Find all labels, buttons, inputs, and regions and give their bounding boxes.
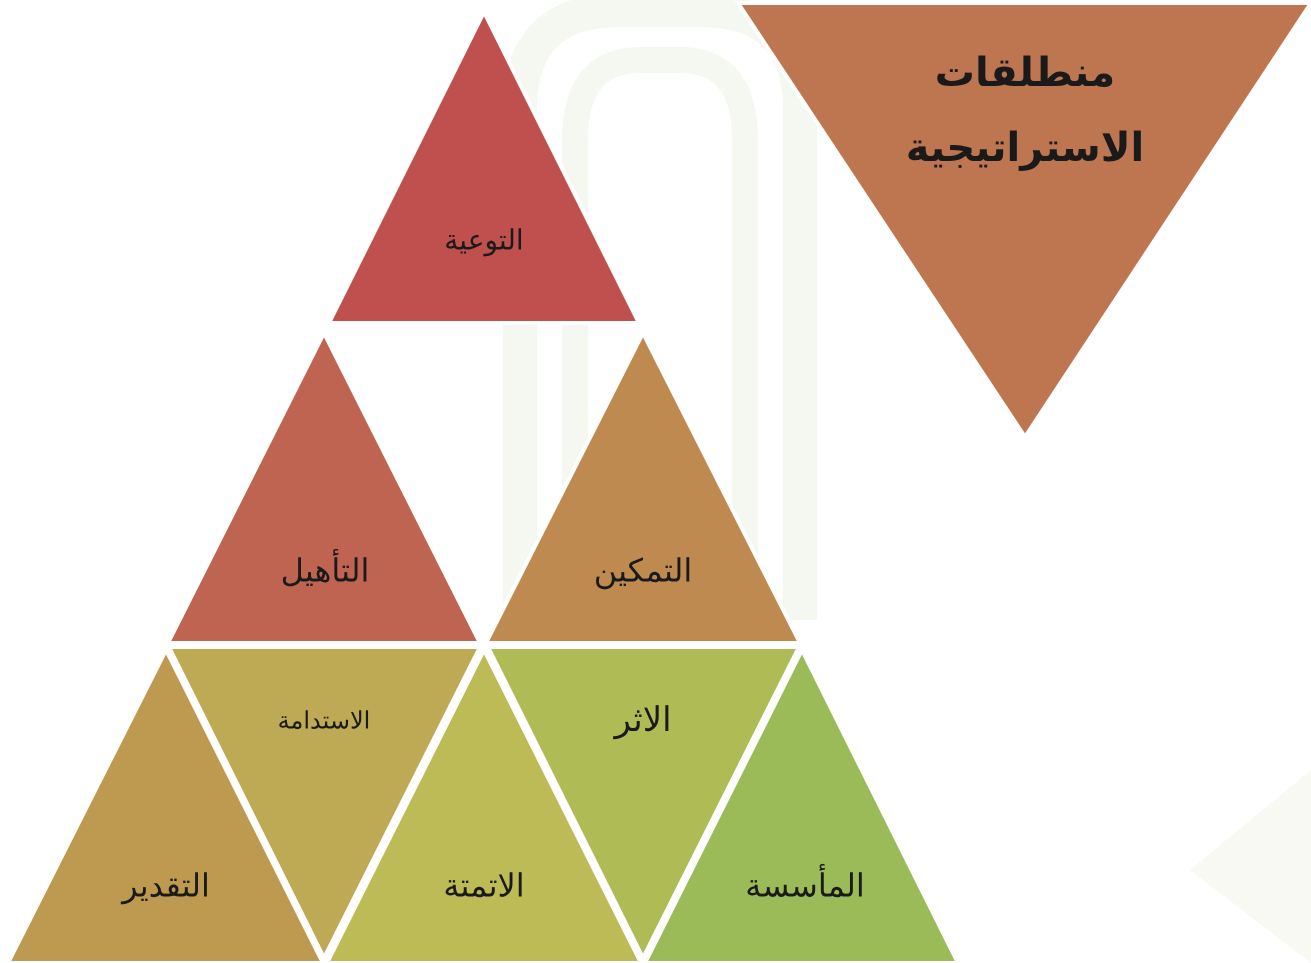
watermark-corner-shape xyxy=(1190,770,1311,963)
triangle-empowerment-label: التمكين xyxy=(594,552,692,590)
triangle-sustainability: الاستدامة xyxy=(165,645,484,963)
triangle-empowerment: التمكين xyxy=(482,328,804,645)
triangle-automation-label: الاتمتة xyxy=(443,867,524,905)
triangle-qualification: التأهيل xyxy=(164,328,484,645)
title-line-1: منطلقات xyxy=(935,50,1115,96)
title-line-2: الاستراتيجية xyxy=(906,125,1145,171)
triangle-awareness: التوعية xyxy=(325,7,643,325)
triangle-sustainability-shape xyxy=(165,645,484,963)
triangle-qualification-label: التأهيل xyxy=(281,549,370,590)
watermark-arch-inner xyxy=(562,47,758,560)
title-triangle-shape xyxy=(734,1,1311,441)
triangle-awareness-shape xyxy=(325,7,643,325)
title-triangle: منطلقات الاستراتيجية xyxy=(734,1,1311,441)
triangle-automation: الاتمتة xyxy=(324,645,644,963)
triangle-awareness-label: التوعية xyxy=(444,224,523,257)
triangle-appreciation: التقدير xyxy=(5,645,326,963)
triangle-appreciation-shape xyxy=(5,645,326,963)
triangle-empowerment-shape xyxy=(482,328,804,645)
triangle-automation-shape xyxy=(324,645,644,963)
triangle-institutionalization-shape xyxy=(642,645,961,963)
triangle-institutionalization-label: المأسسة xyxy=(745,864,864,905)
triangle-sustainability-label: الاستدامة xyxy=(278,707,371,735)
triangle-institutionalization: المأسسة xyxy=(642,645,961,963)
triangle-impact-label: الاثر xyxy=(612,700,671,740)
triangle-qualification-shape xyxy=(164,328,484,645)
triangle-appreciation-label: التقدير xyxy=(120,867,210,905)
triangle-impact-shape xyxy=(484,645,803,963)
triangle-impact: الاثر xyxy=(484,645,803,963)
